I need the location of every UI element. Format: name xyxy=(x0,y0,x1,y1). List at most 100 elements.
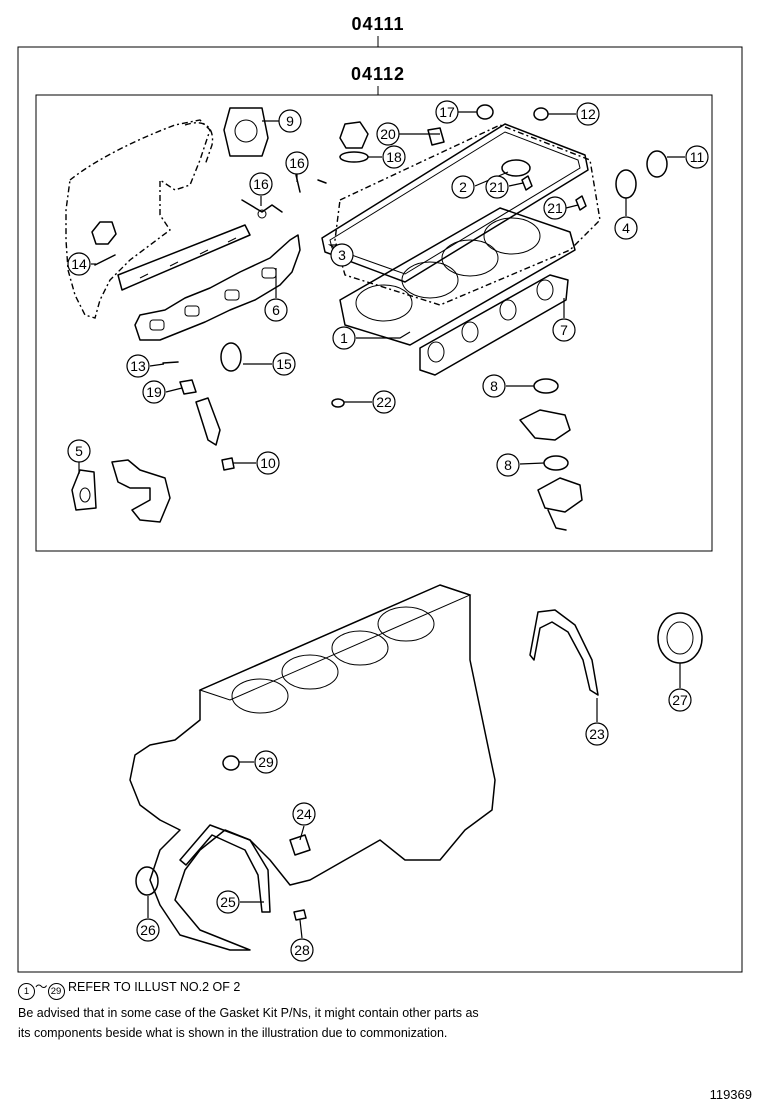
ref-to-badge: 29 xyxy=(47,983,65,1000)
svg-text:9: 9 xyxy=(286,113,294,129)
svg-text:29: 29 xyxy=(258,754,274,770)
svg-text:8: 8 xyxy=(504,457,512,473)
callout-28: 28 xyxy=(290,938,314,962)
plug-21b xyxy=(575,195,587,211)
throttle-body xyxy=(91,221,117,245)
gasket-14 xyxy=(94,254,116,266)
leader-21a xyxy=(508,182,524,187)
callout-23: 23 xyxy=(585,722,609,746)
advisory-note-line-1: Be advised that in some case of the Gask… xyxy=(18,1006,479,1020)
callout-8a: 8 xyxy=(482,374,506,398)
hose-16b xyxy=(295,174,327,193)
o-ring-4 xyxy=(615,169,637,199)
block-bore-4 xyxy=(377,606,435,642)
callout-7: 7 xyxy=(552,318,576,342)
svg-text:22: 22 xyxy=(376,394,392,410)
leader-13 xyxy=(149,363,165,367)
group-code-outer: 04111 xyxy=(351,14,404,34)
callout-17: 17 xyxy=(435,100,459,124)
thermostat-pipe xyxy=(547,509,567,531)
cylinder-block-outline xyxy=(129,584,496,951)
bore-3 xyxy=(441,239,499,277)
leader-24 xyxy=(299,825,305,841)
svg-text:16: 16 xyxy=(289,155,305,171)
ref-separator: ～ xyxy=(35,980,48,994)
callout-20: 20 xyxy=(376,122,400,146)
oil-seal-27 xyxy=(657,612,703,664)
block-deck xyxy=(198,584,472,701)
illustration-number: 119369 xyxy=(709,1087,752,1102)
gasket-9-hole xyxy=(234,119,258,143)
exhaust-gasket-port-2 xyxy=(184,305,200,317)
seal-26 xyxy=(135,866,159,896)
svg-text:4: 4 xyxy=(622,220,630,236)
plug-22 xyxy=(331,398,345,408)
exhaust-7-port-3 xyxy=(499,299,517,321)
gasket-25 xyxy=(179,824,271,913)
ref-from-badge: 1 xyxy=(18,983,35,1000)
group-code-inner: 04112 xyxy=(351,64,405,84)
svg-text:26: 26 xyxy=(140,922,156,938)
callout-6: 6 xyxy=(264,298,288,322)
callout-5: 5 xyxy=(67,439,91,463)
svg-text:19: 19 xyxy=(146,384,162,400)
thermostat-housing xyxy=(537,477,583,513)
svg-text:1: 1 xyxy=(340,330,348,346)
leader-21b xyxy=(565,204,579,209)
callout-16a: 16 xyxy=(249,172,273,196)
leader-8b xyxy=(519,462,545,465)
plug-21a xyxy=(521,175,533,191)
svg-text:16: 16 xyxy=(253,176,269,192)
gasket-18 xyxy=(339,151,369,163)
bore-4 xyxy=(483,217,541,255)
callout-13: 13 xyxy=(126,354,150,378)
gasket-9 xyxy=(223,107,269,157)
callout-12: 12 xyxy=(576,102,600,126)
svg-text:3: 3 xyxy=(338,247,346,263)
svg-text:8: 8 xyxy=(490,378,498,394)
svg-text:18: 18 xyxy=(386,149,402,165)
block-bore-2 xyxy=(281,654,339,690)
gasket-5-hole xyxy=(79,487,91,503)
callout-21a: 21 xyxy=(485,175,509,199)
gasket-24 xyxy=(289,834,311,856)
svg-text:28: 28 xyxy=(294,942,310,958)
svg-text:7: 7 xyxy=(560,322,568,338)
ref-text: REFER TO ILLUST NO.2 OF 2 xyxy=(68,980,241,994)
callout-21b: 21 xyxy=(543,196,567,220)
exhaust-gasket-port-1 xyxy=(149,319,165,331)
callout-4: 4 xyxy=(614,216,638,240)
svg-text:23: 23 xyxy=(589,726,605,742)
exhaust-gasket-port-3 xyxy=(224,289,240,301)
exhaust-7-port-4 xyxy=(536,279,554,301)
valve-cover-filler-seal xyxy=(501,159,531,177)
valve-cover-gasket-inner xyxy=(329,131,581,275)
svg-text:21: 21 xyxy=(489,179,505,195)
kit-inner-frame xyxy=(35,94,713,552)
block-bore-3 xyxy=(331,630,389,666)
gasket-8b xyxy=(543,455,569,471)
callout-9: 9 xyxy=(278,109,302,133)
hose-clip-16 xyxy=(257,209,267,219)
callout-15: 15 xyxy=(272,352,296,376)
water-pipe xyxy=(111,459,171,523)
callout-25: 25 xyxy=(216,890,240,914)
callout-19: 19 xyxy=(142,380,166,404)
kit-outer-frame xyxy=(17,46,743,973)
callout-11: 11 xyxy=(685,145,709,169)
o-ring-17 xyxy=(476,104,494,120)
svg-text:20: 20 xyxy=(380,126,396,142)
plug-20 xyxy=(427,127,445,146)
block-bore-1 xyxy=(231,678,289,714)
svg-text:11: 11 xyxy=(690,149,705,165)
injector xyxy=(195,397,221,446)
callout-8b: 8 xyxy=(496,453,520,477)
intake-gasket-ports xyxy=(139,237,237,279)
exhaust-7-port-2 xyxy=(461,321,479,343)
plug-28 xyxy=(293,909,307,921)
refer-note: 1～29 REFER TO ILLUST NO.2 OF 2 xyxy=(18,978,240,1000)
gasket-5 xyxy=(71,469,97,511)
advisory-note-line-2: its components beside what is shown in t… xyxy=(18,1026,448,1040)
timing-cover-gasket-23 xyxy=(529,609,599,696)
